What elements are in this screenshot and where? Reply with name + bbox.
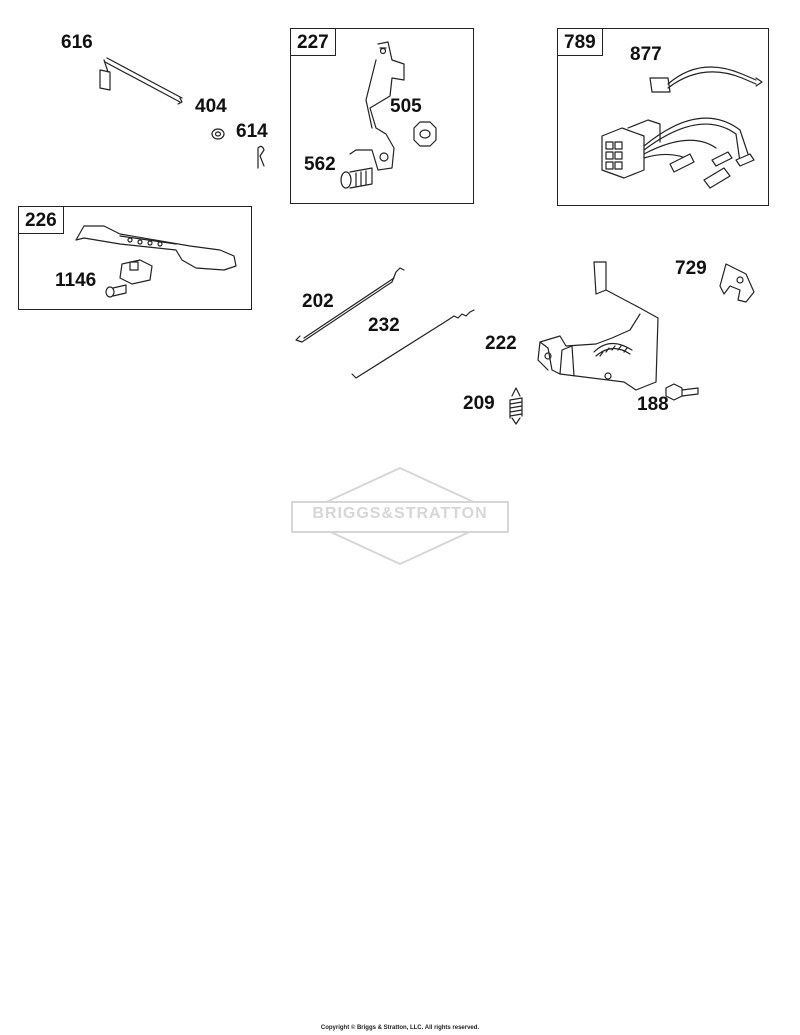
part-1146-label[interactable]: 1146 [55, 270, 97, 291]
part-616-label[interactable]: 616 [61, 32, 93, 53]
part-729-clip-drawing [719, 263, 755, 303]
part-202-label[interactable]: 202 [302, 291, 334, 312]
kit-226-label[interactable]: 226 [19, 207, 64, 234]
brand-watermark-outline [291, 467, 509, 565]
kit-227-box: 227 [290, 28, 474, 204]
part-505-nut-drawing [413, 121, 437, 147]
part-877-harness-drawing [649, 66, 763, 93]
part-1146-screw-drawing [105, 284, 127, 298]
part-404-label[interactable]: 404 [195, 96, 227, 117]
part-232-label[interactable]: 232 [368, 315, 400, 336]
kit-227-label[interactable]: 227 [291, 29, 336, 56]
part-209-label[interactable]: 209 [463, 393, 495, 414]
part-614-label[interactable]: 614 [236, 121, 268, 142]
part-202-rod-drawing [295, 267, 405, 343]
part-222-label[interactable]: 222 [485, 333, 517, 354]
part-404-washer-drawing [211, 128, 225, 140]
part-729-label[interactable]: 729 [675, 258, 707, 279]
part-562-screw-drawing [340, 167, 373, 189]
part-188-screw-drawing [665, 383, 699, 401]
brand-watermark-text: BRIGGS&STRATTON [312, 505, 488, 522]
part-505-label[interactable]: 505 [390, 96, 422, 117]
part-614-pin-drawing [257, 145, 265, 169]
part-616-rod-drawing [99, 57, 183, 105]
part-789-connector-drawing [601, 117, 755, 189]
part-562-label[interactable]: 562 [304, 154, 336, 175]
part-188-label[interactable]: 188 [637, 394, 669, 415]
part-1146-nut-drawing [119, 259, 153, 285]
kit-789-box: 789 [557, 28, 769, 206]
part-232-spring-drawing [351, 309, 475, 379]
part-877-label[interactable]: 877 [630, 44, 662, 65]
part-227-bracket-drawing [349, 41, 405, 171]
part-222-bracket-drawing [537, 261, 659, 391]
part-209-spring-drawing [509, 387, 523, 425]
part-226-lever-drawing [75, 225, 237, 271]
kit-226-box: 226 [18, 206, 252, 310]
copyright-footer: Copyright © Briggs & Stratton, LLC. All … [320, 1025, 480, 1031]
kit-789-label[interactable]: 789 [558, 29, 603, 56]
